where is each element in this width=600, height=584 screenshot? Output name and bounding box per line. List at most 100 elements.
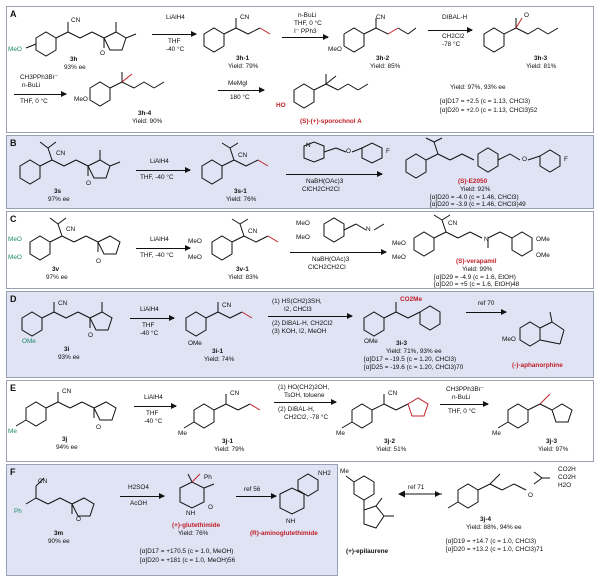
a-step5-arrow	[218, 87, 265, 93]
cn-label: CN	[222, 302, 232, 309]
nh2-label: NH2	[318, 470, 331, 477]
me-label: Me	[492, 430, 501, 437]
a-step5-r2: 180 °C	[230, 94, 250, 101]
structure-3h-3	[483, 17, 559, 53]
panel-f	[6, 464, 338, 576]
compound-3v-id: 3v	[52, 266, 60, 273]
compound-3m-ee: 90% ee	[48, 538, 70, 545]
sporochnol-rotation-2: [α]D20 = +2.0 (c = 1.13, CHCl3)52	[440, 107, 538, 114]
meo-label: MeO	[392, 240, 406, 247]
structure-3j	[15, 392, 117, 427]
compound-3j-4-rotation-2: [α]D20 = +13.2 (c = 1.0, CHCl3)71	[446, 546, 544, 553]
cn-label: CN	[238, 152, 248, 159]
e-step1-cond1: THF	[146, 410, 159, 417]
compound-3v-ee: 97% ee	[46, 274, 68, 281]
b-step2-r1: NaBH(OAc)3	[306, 178, 344, 185]
g-step1-r3: H2O	[558, 482, 572, 489]
e-step2-r1: (1) HO(CH2)2OH,	[278, 384, 330, 391]
f-label: F	[564, 156, 568, 163]
d-step2-r3: (2) DIBAL-H, CH2Cl2	[272, 320, 333, 327]
a-step5-r1: MeMgI	[228, 80, 248, 87]
a-step3-r3: -78 °C	[442, 41, 461, 48]
c-step2-r2: ClCH2CH2Cl	[308, 264, 346, 271]
nh-label: NH	[186, 510, 196, 517]
a-step2-r3: I⁻ PPh3	[294, 28, 317, 35]
glutethimide-rotation-2: [α]D20 = +181 (c = 1.0, MeOH)56	[140, 557, 236, 564]
e-step2-r3: (2) DIBAL-H,	[278, 406, 315, 413]
panel-e-label: E	[10, 383, 17, 393]
e-step2-r2: TsOH, toluene	[284, 392, 325, 399]
e2050-rotation-1: [α]D20 = -4.0 (c = 1.46, CHCl3)	[430, 194, 519, 201]
n-label: N	[484, 236, 489, 243]
a-step2-r2: THF, 0 °C	[294, 20, 322, 27]
b-step2-arrow	[286, 171, 383, 177]
meo-label: MeO	[392, 254, 406, 261]
glutethimide-rotation-1: [α]D17 = +170.5 (c = 1.0, MeOH)	[140, 548, 234, 555]
compound-3h-1-id: 3h-1	[236, 55, 250, 62]
meo-label: MeO	[188, 238, 202, 245]
structure-aminoglutethimide	[279, 473, 319, 515]
compound-3h-3-id: 3h-3	[534, 55, 548, 62]
d-step2-r1: (1) HS(CH2)3SH,	[272, 298, 322, 305]
a-step2-arrow	[282, 34, 329, 40]
panel-d-label: D	[10, 294, 17, 304]
f-step1-r1: H2SO4	[128, 484, 149, 491]
compound-3v-1-id: 3v-1	[236, 266, 249, 273]
d-step2-r4: (3) KOH, I2, MeOH	[272, 328, 327, 335]
e-step3-r3: THF, 0 °C	[448, 408, 476, 415]
o-label: O	[522, 156, 527, 163]
d-step1-reagent: LiAlH4	[140, 306, 159, 313]
structure-sporochnol	[293, 74, 369, 109]
structure-3h-1	[203, 18, 271, 53]
compound-3h-2-yield: Yield: 85%	[370, 63, 401, 70]
d-step1-cond2: -40 °C	[140, 330, 159, 337]
a-step3-arrow	[428, 27, 473, 33]
sporochnol-yield: Yield: 97%, 93% ee	[450, 84, 506, 91]
cn-label: CN	[62, 388, 72, 395]
c-step2-arrow	[290, 249, 387, 255]
ho-label: HO	[276, 102, 286, 109]
a-step3-r1: DIBAL-H	[442, 14, 468, 21]
panel-a-label: A	[10, 9, 17, 19]
compound-3i-ee: 93% ee	[58, 354, 80, 361]
a-step4-arrow	[14, 91, 67, 97]
c-step1-arrow	[136, 245, 191, 251]
e-step2-arrow	[274, 399, 337, 405]
meo-label: MeO	[8, 46, 22, 53]
ome-label: OMe	[188, 340, 202, 347]
me-label: Me	[336, 430, 345, 437]
ph-label: Ph	[204, 474, 212, 481]
a-step1-arrow	[152, 31, 197, 37]
o-label: O	[88, 332, 93, 339]
cn-label: CN	[448, 220, 458, 227]
b-step2-r2: ClCH2CH2Cl	[302, 186, 340, 193]
o-label: O	[208, 504, 213, 511]
structure-3h-2	[343, 18, 417, 53]
meo-label: MeO	[188, 254, 202, 261]
panel-b-label: B	[10, 138, 17, 148]
d-step3-arrow	[466, 309, 507, 315]
meo-label: MeO	[296, 234, 310, 241]
g-step2-left-arrow	[398, 490, 442, 498]
o-label: O	[96, 424, 101, 431]
verapamil-yield: Yield: 99%	[462, 266, 493, 273]
panel-e	[6, 380, 594, 462]
me-label: Me	[8, 428, 17, 435]
d-step1-arrow	[130, 315, 175, 321]
compound-3i-3-rotation-2: [α]D25 = -19.6 (c = 1.20, CHCl3)70	[364, 364, 464, 371]
compound-3j-3-id: 3j-3	[546, 438, 558, 445]
compound-3h-3-yield: Yield: 81%	[526, 63, 557, 70]
compound-3h-2-id: 3h-2	[376, 55, 390, 62]
compound-3m-id: 3m	[54, 530, 64, 537]
e-step3-r1: CH3PPh3Br⁻	[446, 386, 485, 393]
a-step4-r3: THF, 0 °C	[20, 98, 48, 105]
compound-3s-id: 3s	[54, 188, 62, 195]
verapamil-rotation-1: [α]D29 = -4.9 (c = 1.6, EtOH)	[434, 274, 516, 281]
glutethimide-yield: Yield: 76%	[178, 530, 209, 537]
b-step1-cond: THF, -40 °C	[140, 174, 174, 181]
meo-label: MeO	[8, 254, 22, 261]
e-step1-reagent: LiAlH4	[144, 394, 163, 401]
compound-3j-1-yield: Yield: 79%	[214, 446, 245, 453]
o-label: O	[76, 516, 81, 523]
product-aminoglutethimide-name: (R)-aminoglutethimide	[250, 530, 318, 537]
